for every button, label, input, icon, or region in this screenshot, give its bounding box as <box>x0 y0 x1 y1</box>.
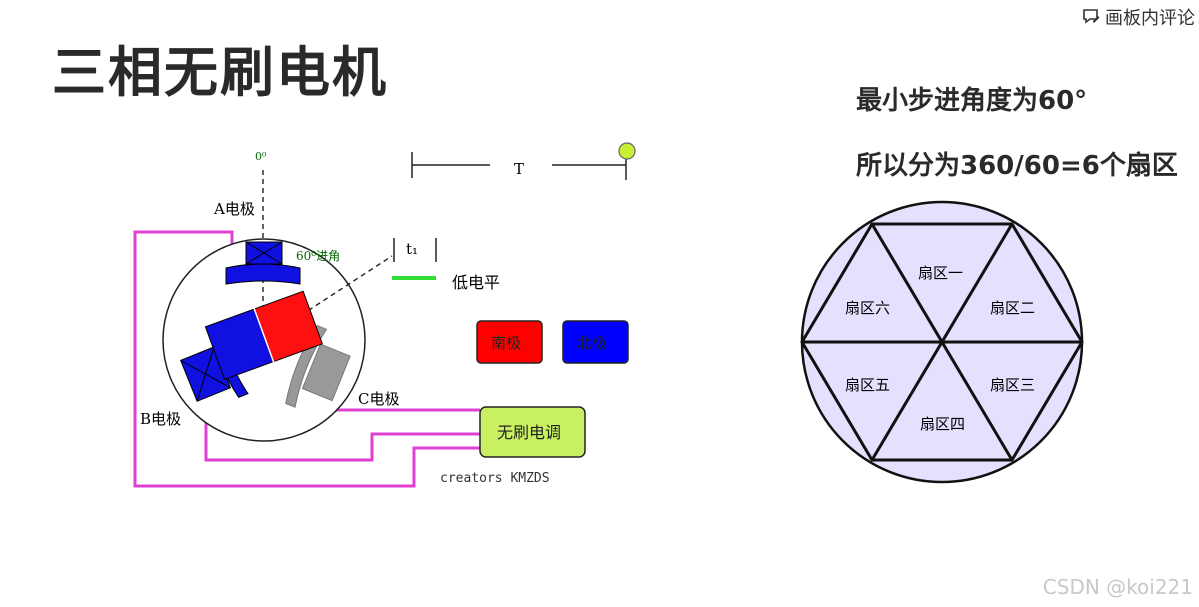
sector-3-label: 扇区三 <box>990 376 1035 394</box>
note-sector-count: 所以分为360/60=6个扇区 <box>856 151 1178 181</box>
comment-edit-icon <box>1083 9 1100 24</box>
wire-b <box>204 418 480 462</box>
wire-a <box>133 230 480 488</box>
t1-marker <box>393 238 437 262</box>
pole-a <box>225 241 301 285</box>
credit-label: creators KMZDS <box>440 471 550 486</box>
page-title: 三相无刷电机 <box>52 41 388 104</box>
sector-2-label: 扇区二 <box>990 299 1035 317</box>
zero-label: 0⁰ <box>255 150 267 163</box>
sector-diagram: 扇区一 扇区二 扇区三 扇区四 扇区五 扇区六 <box>800 200 1084 484</box>
t1-label: t₁ <box>406 240 418 258</box>
esc-label: 无刷电调 <box>497 423 561 442</box>
comment-label: 画板内评论 <box>1105 8 1195 29</box>
period-label: T <box>514 160 524 178</box>
step-angle-label: 60⁰进角 <box>296 249 340 263</box>
wires <box>133 230 480 488</box>
phase-b-label: B电极 <box>140 410 181 428</box>
sector-6-label: 扇区六 <box>845 299 890 317</box>
south-legend-box <box>476 320 543 364</box>
rotor-magnet <box>204 290 323 381</box>
phase-c-label: C电极 <box>358 390 399 408</box>
advance-angle-line <box>262 255 393 341</box>
south-label: 南极 <box>491 334 521 352</box>
sector-5-label: 扇区五 <box>845 376 890 394</box>
comment-button[interactable]: 画板内评论 <box>1081 4 1195 30</box>
low-level-label: 低电平 <box>452 273 500 292</box>
indicator-dot <box>618 142 636 160</box>
note-min-step: 最小步进角度为60° <box>856 86 1088 116</box>
north-legend-box <box>562 320 629 364</box>
esc-box <box>479 406 586 458</box>
sector-1-label: 扇区一 <box>918 264 963 282</box>
phase-a-label: A电极 <box>213 200 255 218</box>
sector-4-label: 扇区四 <box>920 415 965 433</box>
watermark: CSDN @koi221 <box>1042 575 1193 599</box>
north-label: 北极 <box>577 334 607 352</box>
